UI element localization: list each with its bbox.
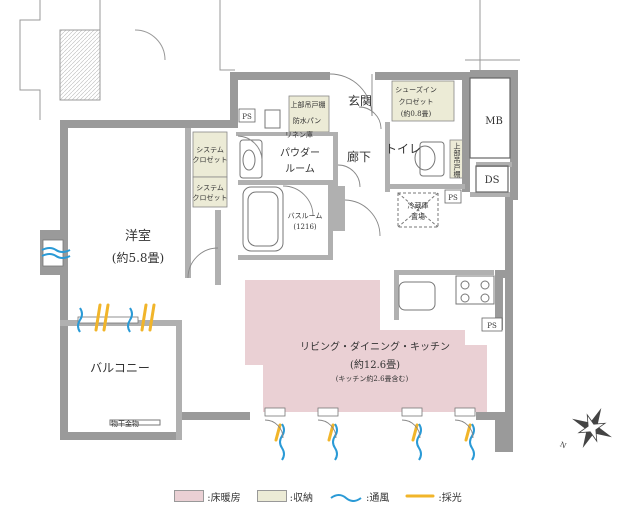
ps-tag-2: PS	[448, 194, 458, 202]
legend-ventilation-label: :通風	[366, 492, 390, 504]
ventilation-icon	[330, 494, 362, 502]
upper-cabinet-label: 上部吊戸棚	[291, 100, 326, 109]
ps-tags: PS PS PS	[238, 108, 503, 332]
waterproof-pan-label: 防水パン	[293, 116, 321, 125]
ldk-label: リビング・ダイニング・キッチン	[300, 340, 450, 353]
daylight-icon	[405, 494, 435, 498]
system-closet-a-label-2: クロゼット	[193, 155, 228, 164]
system-closet-a-label-1: システム	[196, 146, 224, 154]
balcony-label: バルコニー	[90, 361, 150, 375]
legend-floor-heating: :床暖房	[174, 489, 241, 504]
powder-room-label-1: パウダー	[280, 146, 320, 159]
compass-north-label: N	[559, 440, 568, 450]
ldk-note: (キッチン約2.6畳含む)	[336, 374, 409, 383]
toilet-upper-cabinet-label: 上部吊戸棚	[453, 142, 461, 179]
bathroom-label: バスルーム	[288, 212, 323, 220]
storage-zones	[192, 80, 465, 208]
compass-rose: N	[559, 408, 612, 450]
legend-storage-label: :収納	[289, 492, 313, 504]
western-room-label: 洋室	[125, 228, 151, 244]
system-closet-b-label-2: クロゼット	[193, 193, 228, 202]
legend-floor-heating-label: :床暖房	[207, 492, 241, 504]
legend-daylight-label: :採光	[438, 492, 462, 504]
linen-shelf-label: リネン庫	[285, 130, 313, 139]
clothes-dryer-label: 物干金物	[111, 419, 139, 428]
legend: :床暖房 :収納 :通風 :採光	[0, 484, 636, 508]
neighbor-outline	[19, 0, 520, 120]
western-room-size: (約5.8畳)	[112, 250, 164, 265]
storage-swatch	[256, 490, 287, 502]
shoe-closet-size: (約0.8畳)	[401, 109, 432, 118]
floor-heating-swatch	[174, 490, 205, 502]
ps-tag-1: PS	[242, 113, 252, 121]
floor-heating-zone	[245, 280, 487, 412]
entrance-label: 玄関	[348, 93, 372, 108]
fridge-label-1: 冷蔵庫	[408, 201, 429, 210]
door-swings	[187, 73, 382, 279]
interior-walls	[60, 122, 512, 440]
ventilation-marks	[41, 247, 475, 461]
fridge-label-2: 置場	[411, 212, 425, 221]
utility-boxes	[469, 77, 511, 193]
bathroom-size: (1216)	[293, 223, 317, 231]
system-closet-b-label-1: システム	[196, 184, 224, 192]
shoe-closet-label-1: シューズイン	[395, 85, 437, 94]
toilet-label: トイレ	[385, 142, 421, 156]
floor-plan: 洋室 (約5.8畳) バルコニー 物干金物 パウダー ルーム バスルーム (12…	[19, 0, 612, 461]
exterior-walls	[40, 70, 518, 452]
legend-daylight: :採光	[405, 489, 462, 504]
hallway-label: 廊下	[347, 149, 371, 164]
fixtures	[109, 109, 495, 426]
powder-room-label-2: ルーム	[285, 163, 315, 175]
mb-label: MB	[485, 116, 503, 127]
ds-label: DS	[485, 175, 500, 186]
bay-door-swings	[264, 419, 474, 439]
ps-tag-3: PS	[487, 322, 497, 330]
ldk-size: (約12.6畳)	[350, 358, 400, 371]
windows	[42, 239, 476, 417]
legend-ventilation: :通風	[329, 489, 389, 504]
shoe-closet-label-2: クロゼット	[399, 97, 434, 106]
legend-storage: :収納	[256, 489, 313, 504]
